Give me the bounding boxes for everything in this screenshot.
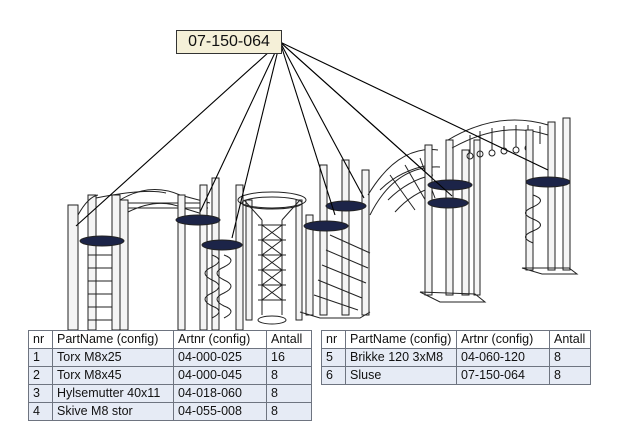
net-tower	[237, 191, 307, 325]
cell-artnr: 07-150-064	[456, 366, 550, 385]
cell-nr: 5	[321, 348, 346, 367]
table-row: 3 Hylsemutter 40x11 04-018-060 8	[28, 384, 312, 403]
table-row: 6 Sluse 07-150-064 8	[321, 366, 591, 385]
cell-antall: 8	[266, 384, 312, 403]
header-partname: PartName (config)	[52, 330, 174, 349]
cell-partname: Sluse	[345, 366, 457, 385]
parts-table-right: nr PartName (config) Artnr (config) Anta…	[321, 330, 591, 385]
cell-antall: 8	[266, 402, 312, 421]
header-partname: PartName (config)	[345, 330, 457, 349]
right-middle-tower	[419, 139, 487, 303]
table-row: 1 Torx M8x25 04-000-025 16	[28, 348, 312, 367]
header-antall: Antall	[549, 330, 591, 349]
cell-antall: 8	[549, 348, 591, 367]
cell-artnr: 04-000-025	[173, 348, 267, 367]
table-header-row: nr PartName (config) Artnr (config) Anta…	[28, 330, 312, 349]
parts-table-left: nr PartName (config) Artnr (config) Anta…	[28, 330, 312, 421]
cell-antall: 16	[266, 348, 312, 367]
second-tower	[175, 177, 244, 331]
cell-partname: Torx M8x45	[52, 366, 174, 385]
table-header-row: nr PartName (config) Artnr (config) Anta…	[321, 330, 591, 349]
header-nr: nr	[28, 330, 53, 349]
cell-artnr: 04-060-120	[456, 348, 550, 367]
table-row: 4 Skive M8 stor 04-055-008 8	[28, 402, 312, 421]
callout-leader-lines	[75, 41, 549, 239]
table-row: 5 Brikke 120 3xM8 04-060-120 8	[321, 348, 591, 367]
header-antall: Antall	[266, 330, 312, 349]
cell-nr: 4	[28, 402, 53, 421]
middle-tower	[299, 159, 371, 319]
cell-nr: 6	[321, 366, 346, 385]
table-row: 2 Torx M8x45 04-000-045 8	[28, 366, 312, 385]
cell-partname: Torx M8x25	[52, 348, 174, 367]
cell-artnr: 04-018-060	[173, 384, 267, 403]
cell-antall: 8	[549, 366, 591, 385]
cell-nr: 1	[28, 348, 53, 367]
cell-antall: 8	[266, 366, 312, 385]
cell-partname: Brikke 120 3xM8	[345, 348, 457, 367]
cell-nr: 3	[28, 384, 53, 403]
header-nr: nr	[321, 330, 346, 349]
header-artnr: Artnr (config)	[173, 330, 267, 349]
cell-partname: Skive M8 stor	[52, 402, 174, 421]
part-callout-label: 07-150-064	[176, 30, 282, 54]
left-bridge	[119, 189, 211, 217]
left-tower	[67, 190, 167, 331]
cell-partname: Hylsemutter 40x11	[52, 384, 174, 403]
right-tower	[521, 117, 579, 275]
header-artnr: Artnr (config)	[456, 330, 550, 349]
cell-nr: 2	[28, 366, 53, 385]
cell-artnr: 04-055-008	[173, 402, 267, 421]
cell-artnr: 04-000-045	[173, 366, 267, 385]
